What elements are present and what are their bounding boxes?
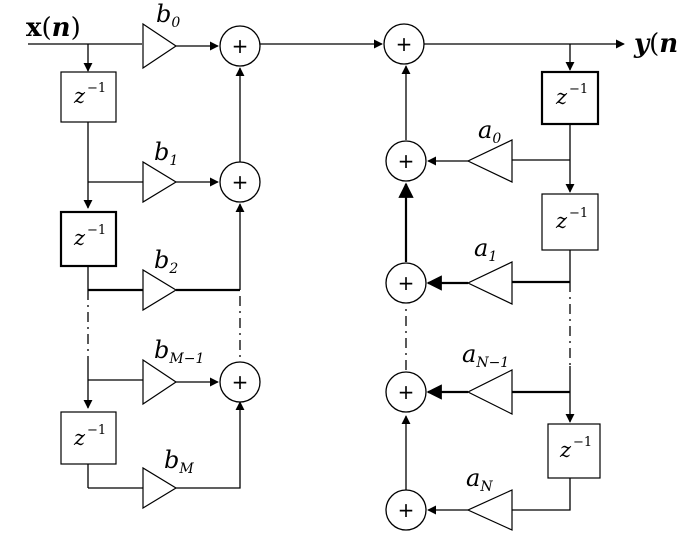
adder: +: [385, 371, 427, 413]
adder: +: [385, 489, 427, 531]
svg-text:+: +: [232, 370, 249, 394]
delay-box: z −1: [540, 70, 600, 126]
feedback-section: + z −1 z −1 z −1: [383, 23, 625, 531]
gain-aN-triangle: [466, 489, 513, 531]
delay-box: z −1: [60, 71, 117, 123]
coef-a0: a0: [478, 116, 501, 147]
input-label: x(n): [26, 13, 81, 43]
svg-text:+: +: [396, 32, 413, 56]
coef-a1: a1: [474, 234, 497, 265]
gain-bM-triangle: [142, 466, 178, 510]
coef-b1: b1: [154, 138, 178, 169]
svg-text:z: z: [559, 438, 572, 462]
svg-text:+: +: [398, 380, 415, 404]
svg-text:−1: −1: [87, 223, 106, 238]
output-label: y(n: [633, 29, 678, 59]
coef-bM1: bM−1: [154, 336, 204, 367]
gain-b1-triangle: [142, 160, 178, 204]
delay-column-wire: [512, 478, 571, 511]
svg-text:z: z: [73, 226, 86, 250]
svg-text:−1: −1: [569, 82, 588, 97]
gain-a1-triangle: [466, 261, 513, 305]
svg-text:z: z: [555, 209, 568, 233]
delay-box: z −1: [541, 193, 599, 251]
delay-box: z −1: [547, 423, 601, 479]
svg-text:+: +: [398, 498, 415, 522]
svg-text:−1: −1: [569, 206, 588, 221]
coef-b0: b0: [156, 0, 180, 31]
svg-text:−1: −1: [87, 423, 106, 438]
adder: +: [219, 161, 261, 203]
svg-text:−1: −1: [573, 435, 592, 450]
adder: +: [219, 25, 261, 67]
coef-b2: b2: [154, 246, 178, 277]
gain-output-wire: [176, 401, 245, 489]
gain-a0-triangle: [466, 139, 513, 183]
delay-box: z −1: [59, 210, 118, 268]
svg-text:z: z: [555, 85, 568, 109]
adder: +: [385, 262, 427, 304]
coef-aN: aN: [466, 464, 493, 495]
coef-bM: bM: [164, 446, 194, 477]
adder: +: [385, 140, 427, 182]
gain-aN1-triangle: [466, 369, 513, 415]
feedforward-section: z −1 z −1 z −1: [28, 22, 261, 510]
delay-box: z −1: [60, 411, 117, 465]
svg-text:z: z: [73, 426, 86, 450]
svg-text:+: +: [232, 170, 249, 194]
svg-text:+: +: [398, 149, 415, 173]
svg-text:+: +: [232, 34, 249, 58]
svg-text:−1: −1: [87, 81, 106, 96]
adder: +: [383, 23, 425, 65]
gain-b2-triangle: [142, 268, 178, 312]
gain-b0-triangle: [142, 22, 178, 70]
gain-bM1-triangle: [142, 358, 178, 406]
svg-text:z: z: [73, 84, 86, 108]
adder: +: [219, 361, 261, 403]
coef-aN1: aN−1: [462, 340, 509, 371]
svg-text:+: +: [398, 271, 415, 295]
